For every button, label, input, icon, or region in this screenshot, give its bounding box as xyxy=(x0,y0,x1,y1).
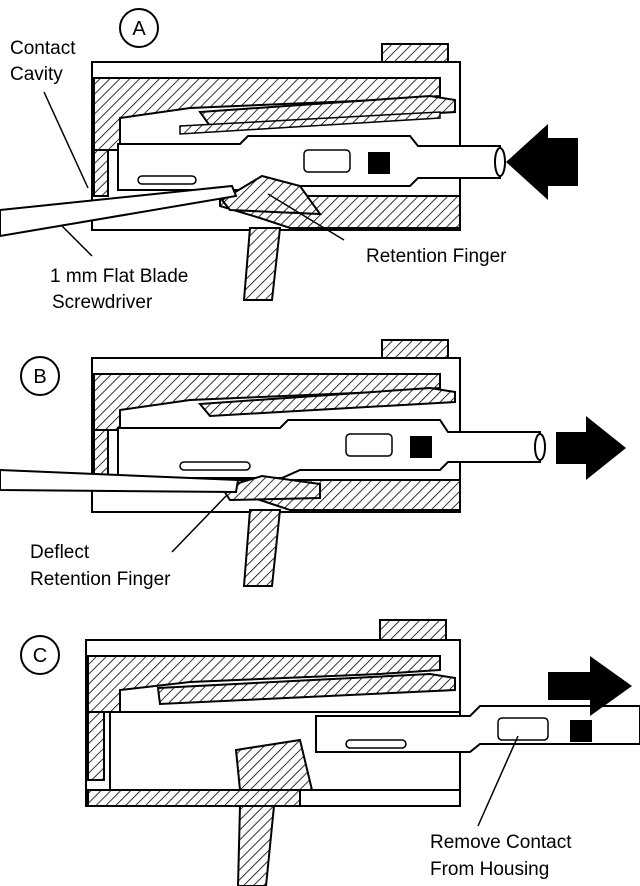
step-badge-c: C xyxy=(20,635,60,675)
step-letter-c: C xyxy=(33,645,47,667)
screwdriver-a xyxy=(0,184,238,238)
remove-contact-leader xyxy=(477,735,519,827)
pull-out-arrow-b xyxy=(556,416,626,480)
contact-terminal-c xyxy=(315,705,640,753)
step-badge-b: B xyxy=(20,356,60,396)
label-remove-line1: Remove Contact xyxy=(430,832,572,853)
panel-a: A xyxy=(0,8,578,313)
screwdriver-leader xyxy=(61,225,93,257)
label-contact-cavity-line2: Cavity xyxy=(10,64,63,85)
deflect-leader xyxy=(171,495,227,553)
label-screwdriver-line1: 1 mm Flat Blade xyxy=(50,266,188,287)
retention-finger-b xyxy=(220,474,321,502)
panel-c: C Remove Contact From Housing xyxy=(20,619,640,886)
label-screwdriver-line2: Screwdriver xyxy=(52,292,153,313)
retention-finger-leader xyxy=(267,193,345,241)
push-in-arrow-a xyxy=(506,124,578,200)
label-retention-finger: Retention Finger xyxy=(366,246,507,267)
screwdriver-b xyxy=(0,468,240,494)
step-letter-b: B xyxy=(33,366,46,388)
panel-b: B Deflect Retention Finger xyxy=(0,339,626,590)
pull-out-arrow-c xyxy=(548,656,632,716)
label-remove-line2: From Housing xyxy=(430,859,549,880)
contact-terminal-b xyxy=(117,419,546,479)
step-badge-a: A xyxy=(119,8,159,48)
label-contact-cavity-line1: Contact xyxy=(10,38,76,59)
label-deflect-line2: Retention Finger xyxy=(30,569,171,590)
contact-cavity-leader xyxy=(43,91,89,189)
label-deflect-line1: Deflect xyxy=(30,542,90,563)
step-letter-a: A xyxy=(132,18,146,40)
